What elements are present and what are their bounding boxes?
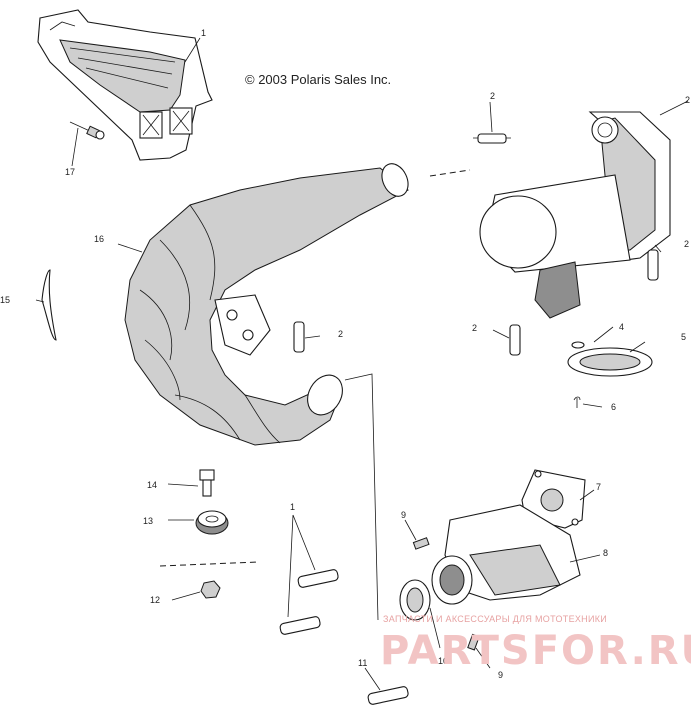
- guide-line: [344, 373, 379, 621]
- callout-13: 13: [143, 516, 153, 526]
- callout-2: 2: [490, 91, 495, 101]
- spring-part-d: [647, 249, 659, 281]
- copyright-text: © 2003 Polaris Sales Inc.: [245, 72, 391, 87]
- callout-15: 15: [0, 295, 10, 305]
- guide-line: [159, 561, 259, 567]
- callout-9: 9: [401, 510, 406, 520]
- rivet-part: [69, 121, 105, 140]
- strap-part: [41, 269, 57, 341]
- spring-part-c: [509, 324, 521, 356]
- callout-17: 17: [65, 167, 75, 177]
- callout-2: 2: [685, 95, 690, 105]
- spring-part-f: [279, 616, 321, 635]
- silencer-part: [479, 111, 671, 319]
- callout-9: 9: [498, 670, 503, 680]
- callout-5: 5: [681, 332, 686, 342]
- gasket-part: [567, 347, 653, 377]
- callout-6: 6: [611, 402, 616, 412]
- callout-14: 14: [147, 480, 157, 490]
- callout-12: 12: [150, 595, 160, 605]
- callout-4: 4: [619, 322, 624, 332]
- spring-part-a: [473, 133, 511, 144]
- callout-2: 2: [338, 329, 343, 339]
- nut-part: [200, 580, 221, 599]
- callout-8: 8: [603, 548, 608, 558]
- guide-line: [429, 169, 471, 177]
- callout-1: 1: [290, 502, 295, 512]
- exhaust-pipe-part: [124, 163, 409, 446]
- screw-part-b: [467, 633, 480, 651]
- callout-11: 11: [358, 658, 367, 668]
- washer-part: [571, 341, 585, 349]
- callout-2: 2: [472, 323, 477, 333]
- bracket-part: [37, 9, 213, 161]
- callout-2: 2: [684, 239, 689, 249]
- screw-part-a: [412, 537, 430, 550]
- ring-part: [399, 579, 431, 621]
- watermark-tagline: ЗАПЧАСТИ И АКСЕССУАРЫ ДЛЯ МОТОТЕХНИКИ: [383, 614, 607, 624]
- manifold-part: [431, 504, 581, 605]
- spring-part-b: [293, 321, 305, 353]
- callout-1: 1: [201, 28, 206, 38]
- watermark-logo: PARTSFOR.RU: [380, 628, 691, 674]
- callout-7: 7: [596, 482, 601, 492]
- spring-part-e: [297, 569, 339, 588]
- callout-10: 10: [438, 656, 448, 666]
- callout-16: 16: [94, 234, 104, 244]
- bolt-part: [199, 469, 215, 497]
- spring-part-g: [367, 686, 409, 705]
- clip-part: [573, 396, 581, 408]
- bushing-part: [195, 510, 229, 535]
